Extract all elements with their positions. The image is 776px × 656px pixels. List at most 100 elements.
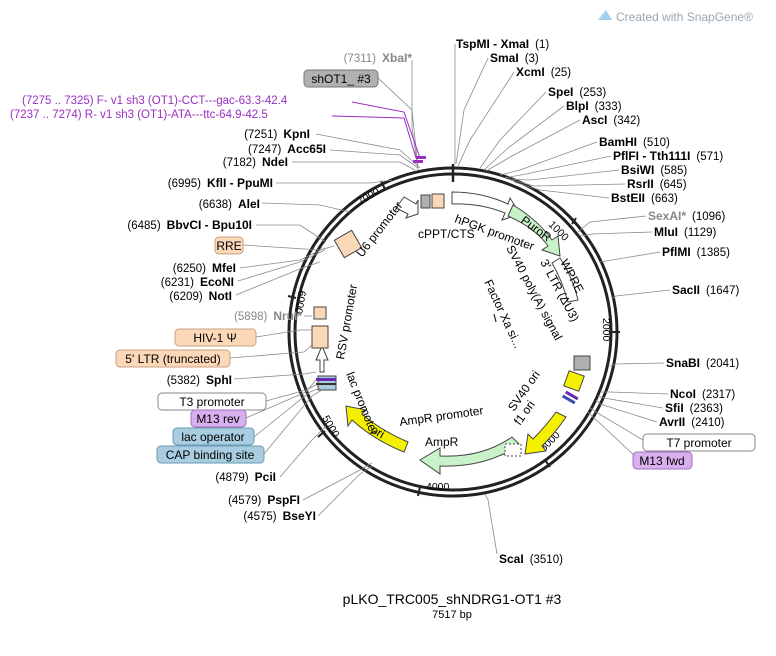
puror-arrow [507,204,561,257]
primer-site-bar [416,156,426,159]
svg-text:M13 rev: M13 rev [196,412,239,426]
t3-mark [316,383,336,385]
primer-label-r: (7237 .. 7274) R- v1 sh3 (OT1)-ATA---ttc… [10,109,268,121]
site-bsteii[interactable]: BstEII(663) [611,191,678,205]
watermark-text: Created with SnapGene® [616,10,753,24]
m13-rev-mark [316,378,336,381]
site-acc65i[interactable]: (7247)Acc65I [248,142,326,156]
m13-fwd-mark [561,394,576,405]
site-kfli[interactable]: (6995)KflI - PpuMI [168,176,273,190]
site-bamhi[interactable]: BamHI(510) [599,135,670,149]
label-ampr: AmpR [425,435,459,449]
ltr3-feature [573,355,591,371]
site-avrii[interactable]: AvrII(2410) [659,415,725,429]
box-t3-promoter[interactable]: T3 promoter [157,392,267,411]
site-alei[interactable]: (6638)AleI [199,197,260,211]
box-cap-binding-site[interactable]: CAP binding site [156,445,265,464]
box-5ltr[interactable]: 5' LTR (truncated) [115,349,231,368]
svg-text:T7 promoter: T7 promoter [666,436,731,450]
site-sacii[interactable]: SacII(1647) [672,283,739,297]
site-sfii[interactable]: SfiI(2363) [665,401,723,415]
site-pspfi[interactable]: (4579)PspFI [228,493,300,507]
factor-xa-mark [493,313,497,323]
snapgene-logo-icon [598,10,612,20]
site-blpi[interactable]: BlpI(333) [566,99,622,113]
site-ndei[interactable]: (7182)NdeI [223,155,288,169]
site-scai[interactable]: ScaI(3510) [499,552,563,566]
ampr-promoter-feature [504,443,522,457]
feature-labels: U6 promoter cPPT/CTS hPGK promoter PuroR… [333,199,586,449]
site-mfei[interactable]: (6250)MfeI [173,261,236,275]
plasmid-title: pLKO_TRC005_shNDRG1-OT1 #3 [343,591,562,607]
box-lac-operator[interactable]: lac operator [172,427,255,446]
label-ori: ori [369,422,388,441]
site-sphi[interactable]: (5382)SphI [167,373,232,387]
site-tspmi-xmai[interactable]: TspMI - XmaI(1) [456,37,549,51]
site-leaders [229,44,671,555]
label-u6-promoter: U6 promoter [353,199,405,260]
cppt-feature [431,193,445,209]
site-smai[interactable]: SmaI(3) [490,51,539,65]
site-bbvci[interactable]: (6485)BbvCI - Bpu10I [127,218,252,232]
box-m13-fwd[interactable]: M13 fwd [632,451,693,470]
site-labels-right: TspMI - XmaI(1) SmaI(3) XcmI(25) SpeI(25… [456,37,739,566]
svg-text:M13 fwd: M13 fwd [639,454,684,468]
svg-text:5' LTR (truncated): 5' LTR (truncated) [125,352,220,366]
site-pcii[interactable]: (4879)PciI [215,470,276,484]
label-factor-xa: Factor Xa si... [481,277,525,350]
box-t7-promoter[interactable]: T7 promoter [642,433,756,452]
svg-text:2000: 2000 [600,318,612,342]
site-noti[interactable]: (6209)NotI [169,289,232,303]
snapgene-watermark: Created with SnapGene® [598,10,753,24]
plasmid-length: 7517 bp [432,609,472,621]
svg-text:T3 promoter: T3 promoter [179,395,244,409]
site-spei[interactable]: SpeI(253) [548,85,606,99]
features [311,191,591,475]
site-pflfi[interactable]: PflFI - Tth111I(571) [613,149,723,163]
primer-label-f: (7275 .. 7325) F- v1 sh3 (OT1)-CCT---gac… [22,95,288,107]
site-bsiwi[interactable]: BsiWI(585) [621,163,687,177]
five-ltr-feature [311,325,329,349]
box-rre[interactable]: RRE [214,236,244,255]
label-rsv-promoter: RSV promoter [333,283,360,360]
svg-text:lac operator: lac operator [181,430,244,444]
wpre-feature [551,257,579,303]
site-asci[interactable]: AscI(342) [582,113,640,127]
svg-text:RRE: RRE [216,239,241,253]
site-kpni[interactable]: (7251)KpnI [244,127,310,141]
box-m13-rev[interactable]: M13 rev [190,409,247,428]
site-labels-left: (7311)XbaI* (7251)KpnI (7247)Acc65I (718… [127,51,412,523]
label-ampr-promoter: AmpR promoter [398,403,484,429]
ampr-arrow [419,436,521,475]
site-mlui[interactable]: MluI(1129) [654,225,717,239]
site-nrui[interactable]: (5898)NruI* [234,309,302,323]
box-hiv-psi[interactable]: HIV-1 Ψ [174,328,257,347]
primer-site-bar-2 [413,160,423,163]
primer-leaders [331,101,421,159]
label-cppt: cPPT/CTS [418,227,475,241]
u6-promoter-arrow [395,196,419,219]
t7-promoter-mark [564,390,579,401]
boxed-labels: shOT1_ #3 RRE HIV-1 Ψ 5' LTR (truncated)… [115,69,756,470]
site-sexai[interactable]: SexAI*(1096) [648,209,725,223]
site-xcmi[interactable]: XcmI(25) [516,65,571,79]
svg-text:5000: 5000 [319,414,341,440]
position-ticks [287,180,620,497]
site-xbai[interactable]: (7311)XbaI* [344,51,413,65]
svg-text:HIV-1 Ψ: HIV-1 Ψ [193,331,236,345]
box-shot1[interactable]: shOT1_ #3 [303,69,379,88]
site-bseyi[interactable]: (4575)BseYI [243,509,316,523]
svg-text:CAP binding site: CAP binding site [166,448,255,462]
svg-text:7000: 7000 [356,185,382,207]
svg-text:4000: 4000 [426,481,450,493]
site-rsrii[interactable]: RsrII(645) [627,177,687,191]
sv40-ori-feature [563,370,585,392]
rre-feature [333,229,363,259]
site-pflmi[interactable]: PflMI(1385) [662,245,730,259]
site-snabi[interactable]: SnaBI(2041) [666,356,739,370]
site-econi[interactable]: (6231)EcoNI [161,275,234,289]
site-ncoi[interactable]: NcoI(2317) [670,387,735,401]
lac-promoter-arrow [315,344,329,373]
svg-text:6000: 6000 [292,289,308,314]
